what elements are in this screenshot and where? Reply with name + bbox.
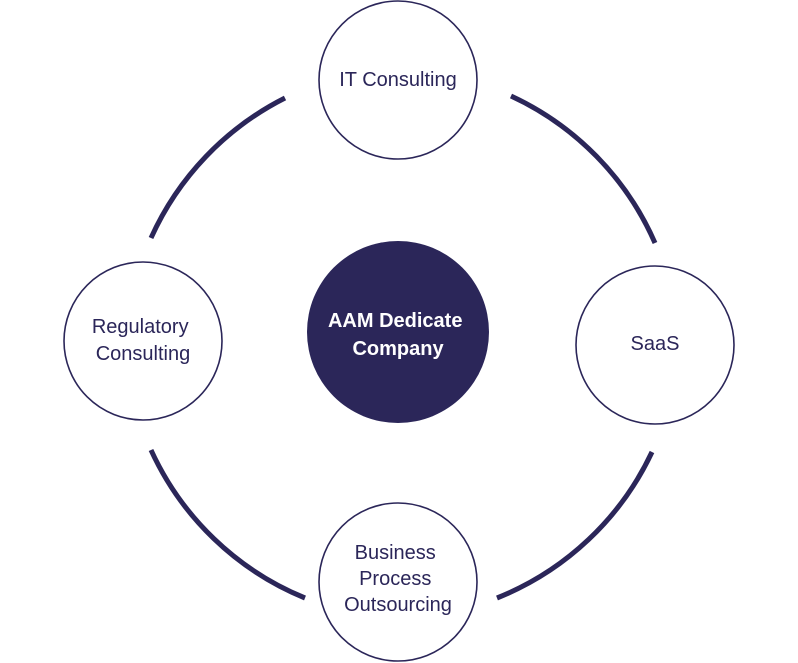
center-circle bbox=[307, 241, 489, 423]
center-label-line-2: Company bbox=[352, 338, 444, 360]
node-saas-label: SaaS bbox=[631, 333, 680, 355]
node-regulatory-consulting-line-1: Regulatory bbox=[92, 316, 189, 338]
node-it-consulting-line-1: IT Consulting bbox=[339, 69, 456, 91]
node-bpo-line-3: Outsourcing bbox=[344, 594, 452, 616]
center-node: AAM Dedicate Company bbox=[307, 241, 489, 423]
arc-top-right bbox=[509, 93, 658, 245]
node-bpo-circle bbox=[318, 502, 478, 662]
arc-right-bottom bbox=[496, 450, 655, 601]
node-regulatory-consulting-label: Regulatory Consulting bbox=[92, 316, 194, 365]
node-bpo-line-2: Process bbox=[359, 568, 431, 590]
node-bpo-label: Business Process Outsourcing bbox=[344, 542, 452, 616]
node-it-consulting-label: IT Consulting bbox=[339, 69, 456, 91]
node-business-process-outsourcing: Business Process Outsourcing bbox=[318, 502, 478, 662]
node-regulatory-consulting-line-2: Consulting bbox=[96, 343, 191, 365]
node-regulatory-consulting: Regulatory Consulting bbox=[63, 261, 223, 421]
node-it-consulting-circle bbox=[318, 0, 478, 160]
arc-bottom-left bbox=[148, 448, 306, 601]
node-saas: SaaS bbox=[575, 265, 735, 425]
node-saas-line-1: SaaS bbox=[631, 333, 680, 355]
center-label-line-1: AAM Dedicate bbox=[328, 310, 462, 332]
node-regulatory-consulting-circle bbox=[63, 261, 223, 421]
connector-ring bbox=[148, 93, 658, 601]
node-bpo-line-1: Business bbox=[355, 542, 436, 564]
node-saas-circle bbox=[575, 265, 735, 425]
arc-left-top bbox=[148, 95, 287, 240]
node-it-consulting: IT Consulting bbox=[318, 0, 478, 160]
center-label: AAM Dedicate Company bbox=[328, 310, 468, 360]
